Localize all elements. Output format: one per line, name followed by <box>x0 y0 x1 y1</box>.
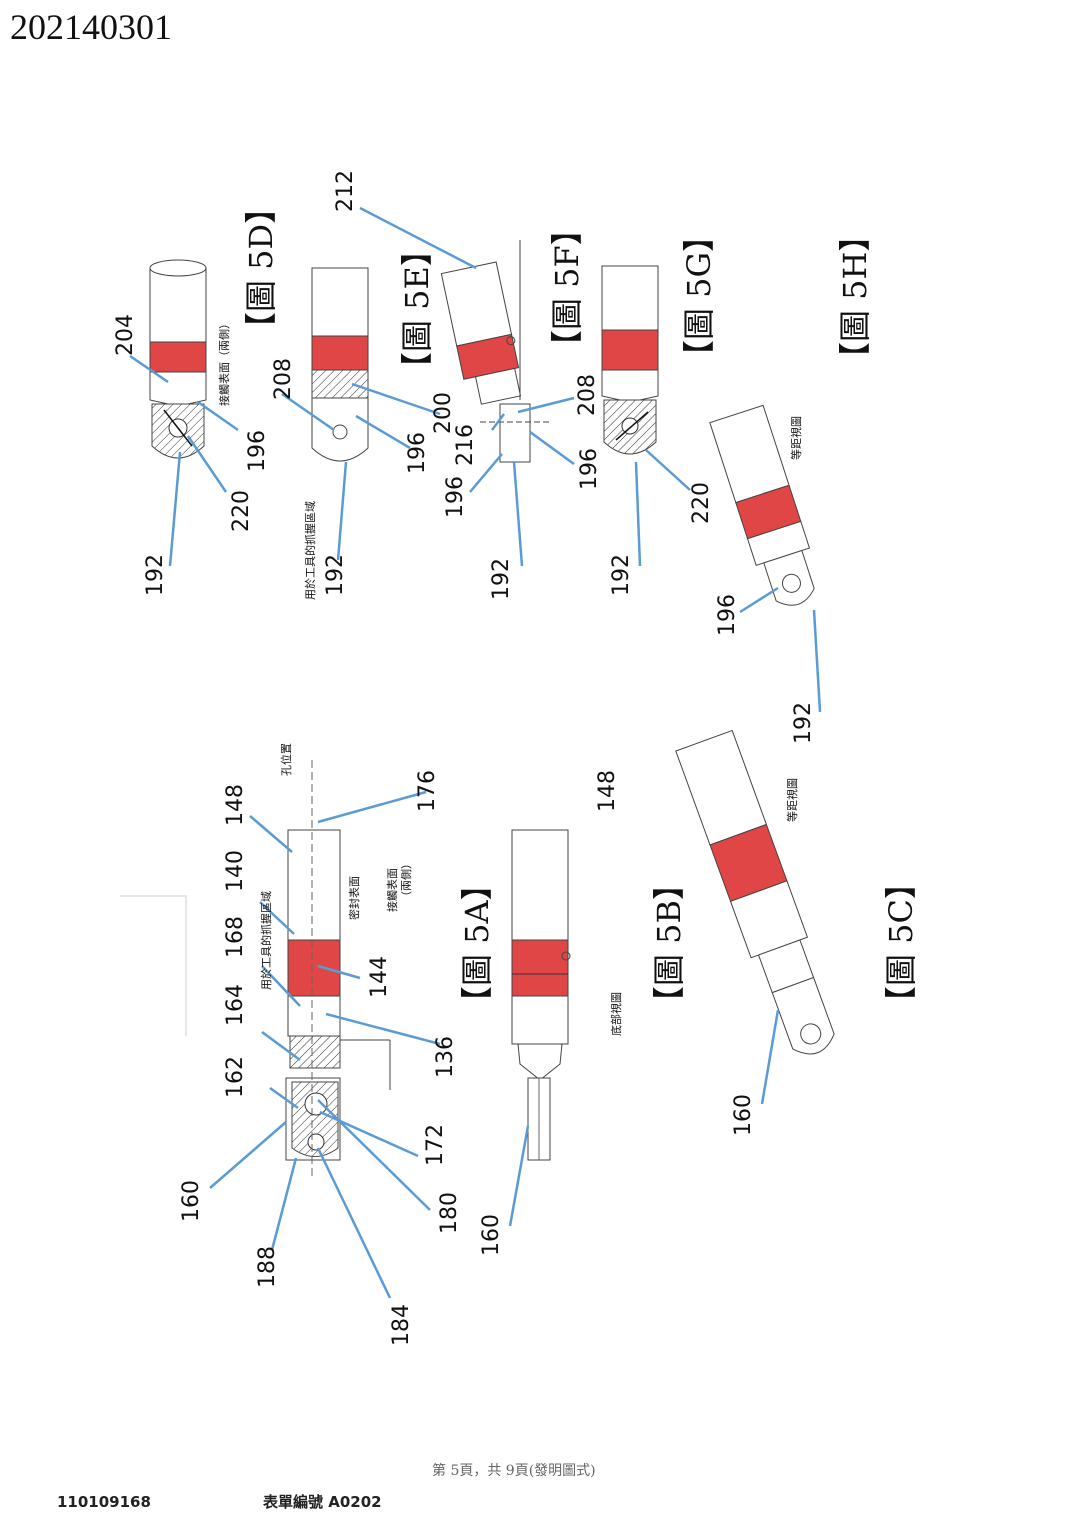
figure-label-5d: 【圖 5D】 <box>242 192 280 344</box>
note-contact-surface-d: 接觸表面（兩側） <box>217 318 231 406</box>
label-168: 168 <box>223 916 248 958</box>
label-196-e: 196 <box>405 432 430 474</box>
label-192-h: 192 <box>791 702 816 744</box>
note-bottom-view: 底部視圖 <box>609 992 623 1036</box>
figure-label-5g: 【圖 5G】 <box>680 220 718 372</box>
scan-artefact <box>120 895 187 1036</box>
figure-5d <box>149 259 207 459</box>
label-188: 188 <box>255 1246 280 1288</box>
note-isometric-h: 等距視圖 <box>789 416 803 460</box>
note-hole-position: 孔位置 <box>279 743 293 776</box>
label-216: 216 <box>453 424 478 466</box>
callout-lines-5e <box>281 382 441 561</box>
label-200: 200 <box>431 392 456 434</box>
label-220-g: 220 <box>689 482 714 524</box>
figure-label-5c: 【圖 5C】 <box>882 867 920 1018</box>
label-160-a: 160 <box>179 1180 204 1222</box>
figure-5c <box>675 729 835 1055</box>
label-140: 140 <box>223 850 248 892</box>
callout-lines-5g <box>634 449 691 567</box>
label-192-d: 192 <box>143 554 168 596</box>
figure-5e <box>311 267 369 462</box>
label-196-h: 196 <box>715 594 740 636</box>
label-212: 212 <box>333 170 358 212</box>
note-isometric-c: 等距視圖 <box>785 778 799 822</box>
page-footer: 第 5頁，共 9頁(發明圖式) <box>432 1463 596 1479</box>
figure-label-5h: 【圖 5H】 <box>836 220 874 374</box>
note-tool-grip-area-a: 用於工具的抓握區域 <box>259 891 273 990</box>
figure-label-5f: 【圖 5F】 <box>548 213 586 362</box>
figure-5h <box>709 404 815 606</box>
label-204: 204 <box>113 314 138 356</box>
note-contact-surface-a2: （兩側） <box>400 858 413 902</box>
label-148-a: 148 <box>223 784 248 826</box>
callout-lines-5h <box>739 586 822 713</box>
callout-160-b <box>508 1125 530 1227</box>
figure-5g <box>601 265 659 455</box>
label-192-f: 192 <box>489 558 514 600</box>
callout-lines-5f <box>359 206 575 567</box>
callout-lines-5d <box>129 354 239 567</box>
figure-label-5b: 【圖 5B】 <box>650 868 688 1018</box>
figure-label-5a: 【圖 5A】 <box>458 868 496 1018</box>
figure-5b <box>511 829 571 1161</box>
label-160-c: 160 <box>731 1094 756 1136</box>
application-number: 110109168 <box>57 1493 151 1511</box>
label-160-b: 160 <box>479 1214 504 1256</box>
label-196-f2: 196 <box>577 448 602 490</box>
label-196-f1: 196 <box>443 476 468 518</box>
label-220-d: 220 <box>229 490 254 532</box>
callout-lines-5a <box>209 790 441 1299</box>
label-176: 176 <box>415 770 440 812</box>
label-184: 184 <box>389 1304 414 1346</box>
label-164: 164 <box>223 984 248 1026</box>
label-144: 144 <box>367 956 392 998</box>
figure-label-5e: 【圖 5E】 <box>398 234 436 384</box>
label-148-b: 148 <box>595 770 620 812</box>
note-contact-surface-a1: 接觸表面 <box>385 868 399 912</box>
label-136: 136 <box>433 1036 458 1078</box>
form-number: 表單編號 A0202 <box>263 1493 382 1511</box>
label-208-e: 208 <box>271 358 296 400</box>
note-seal-surface: 密封表面 <box>347 876 361 920</box>
callout-160-c <box>760 1009 780 1105</box>
document-number: 202140301 <box>10 7 172 47</box>
label-180: 180 <box>437 1192 462 1234</box>
label-208-f: 208 <box>575 374 600 416</box>
label-192-e: 192 <box>323 554 348 596</box>
label-196-d: 196 <box>245 430 270 472</box>
label-192-g: 192 <box>609 554 634 596</box>
figure-5a <box>285 760 391 1180</box>
label-162: 162 <box>223 1056 248 1098</box>
figure-5f <box>440 240 550 463</box>
label-172: 172 <box>423 1124 448 1166</box>
note-tool-grip-area-e: 用於工具的抓握區域 <box>303 501 317 600</box>
